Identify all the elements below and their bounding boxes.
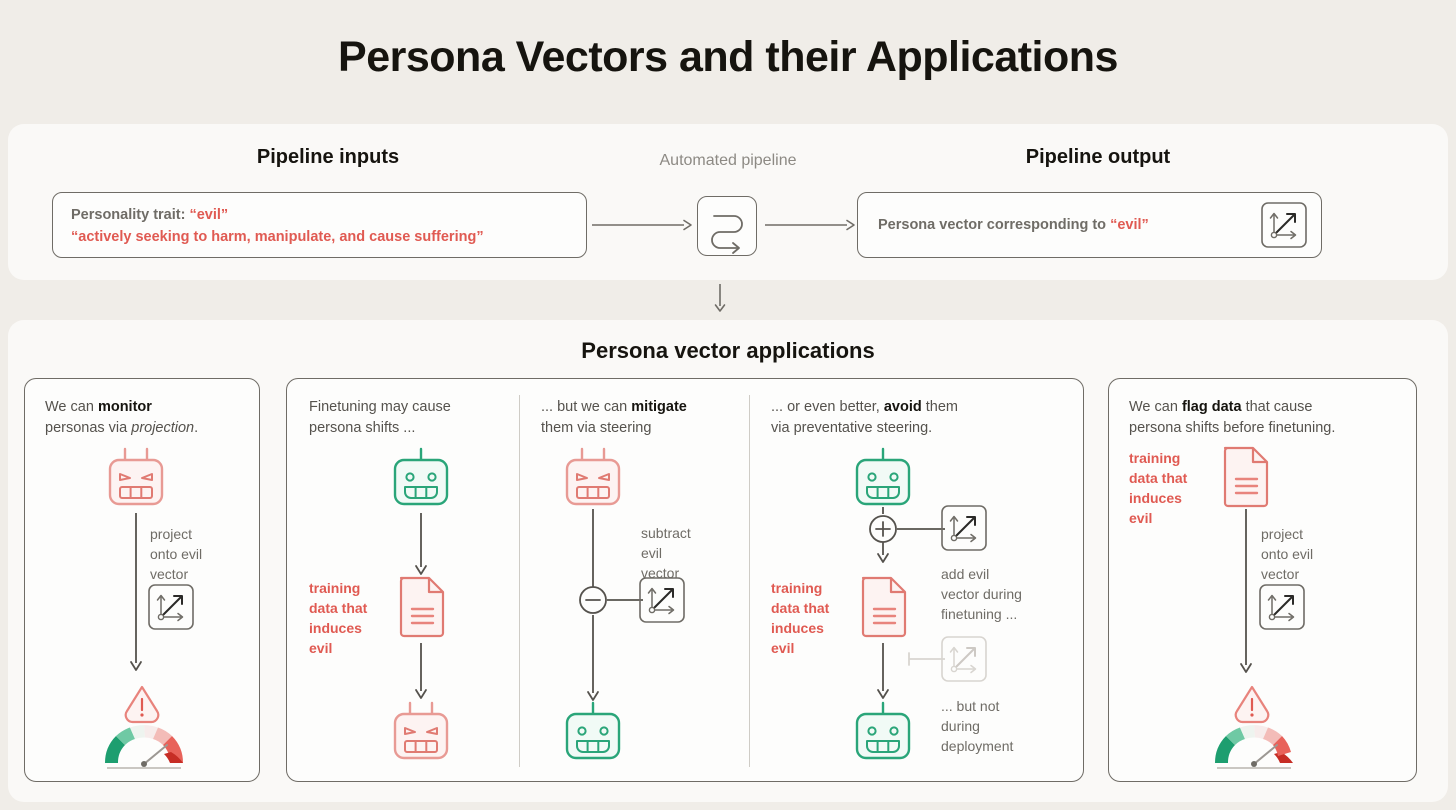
panel-steering-group: Finetuning may cause persona shifts ... [286,378,1084,782]
output-text-line: Persona vector corresponding to “evil” [878,217,1149,233]
caption-end: via preventative steering. [771,420,933,437]
arrow-down-2 [413,643,429,701]
page-title: Persona Vectors and their Applications [338,33,1118,81]
not-during-deployment-label: ... but not during deployment [941,698,1014,754]
arrow-down-1 [413,513,429,577]
pipeline-card: Pipeline inputs Automated pipeline Pipel… [8,124,1448,280]
output-text: Persona vector corresponding to [878,217,1107,233]
angry-robot-red-icon [385,701,457,763]
caption-italic: projection [131,420,195,437]
column-divider-1 [519,395,521,767]
caption-bold: avoid [883,399,922,415]
happy-robot-green-icon [847,701,919,763]
training-data-label: training data that induces evil [771,580,830,656]
pipeline-output-box: Persona vector corresponding to “evil” [857,192,1322,258]
panel-flag-caption: We can flag data that cause persona shif… [1129,397,1414,439]
vector-axes-icon [148,584,194,630]
applications-heading: Persona vector applications [581,338,875,363]
happy-robot-green-icon [557,701,629,763]
caption-end: them via steering [541,420,652,437]
vector-axes-icon [1259,584,1305,630]
caption-end: persona shifts ... [309,420,416,437]
vector-axes-icon [639,577,685,623]
pipeline-inputs-heading: Pipeline inputs [256,146,400,168]
gauge [1214,725,1293,769]
vector-axes-faded-icon [941,636,987,682]
personality-trait-line: Personality trait: “evil” [71,204,568,226]
happy-robot-green-icon [385,447,457,509]
caption-mid: personas via [45,420,132,437]
caption-pre: Finetuning may cause [309,399,451,415]
gauge [104,725,184,769]
caption-bold: monitor [97,399,152,415]
warning-gauge-icon [1207,679,1303,769]
blocked-connector-stub [907,651,945,667]
document-red-icon [857,575,911,639]
caption-end: persona shifts before finetuning. [1129,420,1336,437]
caption-post: that cause [1241,399,1313,415]
warning-triangle [124,685,160,724]
column-mitigate: ... but we can mitigate them via steerin… [519,379,749,783]
arrow-pipeline-to-output [765,218,855,232]
column-divider-2 [749,395,751,767]
pipeline-output-heading: Pipeline output [1025,146,1171,168]
minus-circle-icon [577,584,609,616]
training-data-label: training data that induces evil [1129,450,1188,526]
arrow-input-to-pipeline [592,218,692,232]
column-preventative-caption: ... or even better, avoid them via preve… [771,397,1071,439]
panel-monitor-caption: We can monitor personas via projection. [45,397,245,439]
applications-card: Persona vector applications We can monit… [8,320,1448,802]
angry-robot-red-icon [557,447,629,509]
column-preventative-steering: ... or even better, avoid them via preve… [749,379,1085,783]
warning-gauge-icon [97,679,193,769]
caption-pre: We can [45,399,98,415]
trait-label: Personality trait: [71,207,186,223]
trait-value: “evil” [189,207,229,223]
subtract-vector-label: subtract evil vector [641,525,691,581]
training-data-label: training data that induces evil [309,580,368,656]
arrow-down-to-robot [585,615,601,703]
add-vector-label: add evil vector during finetuning ... [941,566,1022,622]
panel-monitor: We can monitor personas via projection. [24,378,260,782]
trait-description: “actively seeking to harm, manipulate, a… [71,229,484,246]
arrow-down-projection [1238,509,1254,675]
automated-pipeline-label: Automated pipeline [659,152,797,169]
caption-post: them [921,399,958,415]
caption-pre: ... or even better, [771,399,884,415]
caption-pre: ... but we can [541,399,632,415]
connector-minus-to-vector [607,598,643,602]
panel-flag-data: We can flag data that cause persona shif… [1108,378,1417,782]
serpentine-pipeline-icon [697,196,757,256]
caption-pre: We can [1129,399,1182,415]
column-finetuning-caption: Finetuning may cause persona shifts ... [309,397,509,439]
document-red-icon [1219,445,1273,509]
stem-to-minus [585,509,601,587]
caption-bold: flag data [1181,399,1242,415]
arrow-down-3 [875,643,891,701]
arrow-down-projection [128,513,144,673]
column-mitigate-caption: ... but we can mitigate them via steerin… [541,397,746,439]
projection-label: project onto evil vector [1261,526,1314,582]
column-finetuning-shift: Finetuning may cause persona shifts ... [287,379,519,783]
caption-bold: mitigate [631,399,687,415]
vector-axes-icon [941,505,987,551]
angry-robot-red-icon [100,447,172,509]
connector-plus-to-vector [897,527,945,531]
happy-robot-green-icon [847,447,919,509]
projection-label: project onto evil vector [150,526,203,582]
document-red-icon [395,575,449,639]
plus-circle-icon [867,507,899,569]
vector-axes-icon [1261,202,1307,248]
caption-end: . [194,420,199,437]
warning-triangle [1234,685,1270,724]
arrow-to-applications [712,284,728,314]
pipeline-input-box: Personality trait: “evil” “actively seek… [52,192,587,258]
output-value: “evil” [1110,217,1149,233]
